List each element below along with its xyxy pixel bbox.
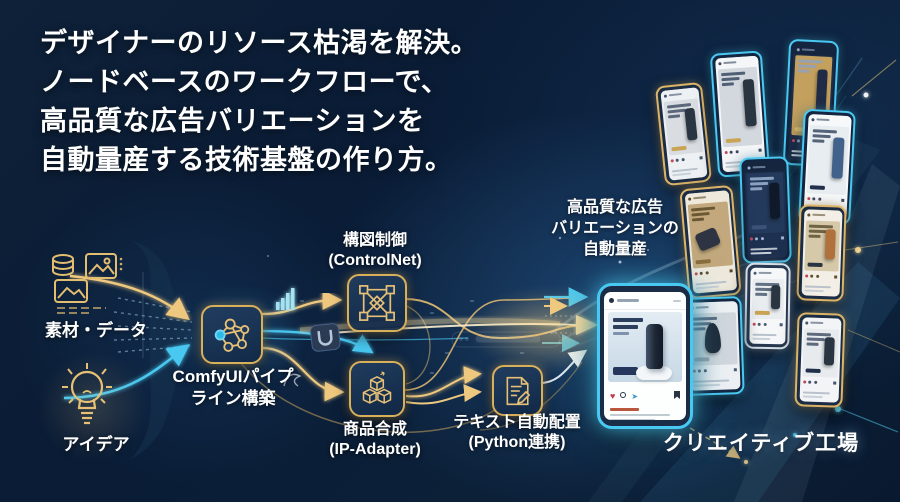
comfyui-label-line2: ライン構築: [190, 389, 276, 408]
ip-adapter-subtitle: (IP-Adapter): [329, 441, 421, 458]
controlnet-title: 構図制御: [342, 232, 407, 249]
text-layout-title: テキスト自動配置: [453, 414, 581, 431]
product-pedestal: [636, 365, 672, 380]
cta-button: [613, 367, 638, 375]
username-bar: [617, 299, 639, 302]
comment-icon: [620, 392, 627, 398]
photo-icon: [85, 253, 117, 279]
comfyui-label: ComfyUIパイプ ライン構築: [162, 366, 304, 410]
document-edit-icon: [506, 376, 530, 405]
product-bottle: [646, 324, 663, 369]
materials-icon-group: [52, 253, 123, 314]
idea-label: アイデア: [62, 435, 130, 454]
ip-adapter-node: [349, 361, 405, 417]
gallery-icon: [54, 279, 88, 303]
wireframe-icon: [359, 285, 395, 321]
text-layout-node: [492, 365, 543, 416]
engagement-icons: [604, 384, 686, 406]
page-title: デザイナーのリソース枯渇を解決。 ノードベースのワークフローで、 高品質な広告バ…: [40, 24, 500, 180]
node-graph-icon: [214, 318, 250, 352]
like-icon: [610, 386, 615, 404]
main-phone-mockup: [597, 283, 693, 429]
lightbulb-icon: [62, 363, 112, 425]
bookmark-icon: [674, 391, 680, 399]
bar-chart-icon: [276, 288, 295, 310]
comfyui-node: [201, 305, 263, 364]
output-label: 高品質な広告 バリエーションの 自動量産: [532, 197, 698, 260]
avatar: [609, 298, 614, 303]
ip-adapter-title: 商品合成: [342, 421, 407, 438]
caption-bars: [604, 406, 686, 420]
ad-headline-bars: [613, 318, 643, 335]
comfyui-label-line1: ComfyUIパイプ: [172, 367, 294, 386]
phone-screen: [604, 292, 686, 420]
title-line-4: 自動量産する技術基盤の作り方。: [40, 145, 453, 175]
cubes-icon: [362, 371, 392, 404]
output-line-1: 高品質な広告: [566, 199, 663, 216]
controlnet-label: 構図制御 (ControlNet): [312, 231, 438, 271]
share-icon: [631, 386, 638, 404]
text-layout-label: テキスト自動配置 (Python連携): [434, 413, 600, 453]
factory-label: クリエイティブ工場: [662, 432, 860, 455]
loop-icon: [310, 323, 341, 352]
output-line-2: バリエーションの: [551, 220, 679, 237]
controlnet-subtitle: (ControlNet): [328, 252, 422, 269]
title-line-2: ノードベースのワークフローで、: [40, 67, 449, 97]
title-line-1: デザイナーのリソース枯渇を解決。: [40, 28, 479, 58]
output-line-3: 自動量産: [582, 241, 647, 258]
ip-adapter-label: 商品合成 (IP-Adapter): [306, 420, 444, 460]
title-line-3: 高品質な広告バリエーションを: [40, 106, 425, 136]
ad-image: [608, 312, 682, 382]
controlnet-node: [347, 274, 407, 332]
text-layout-subtitle: (Python連携): [468, 434, 566, 451]
materials-label: 素材・データ: [45, 321, 147, 340]
database-icon: [52, 254, 74, 277]
more-icon: [673, 299, 681, 302]
post-header: [604, 292, 686, 310]
